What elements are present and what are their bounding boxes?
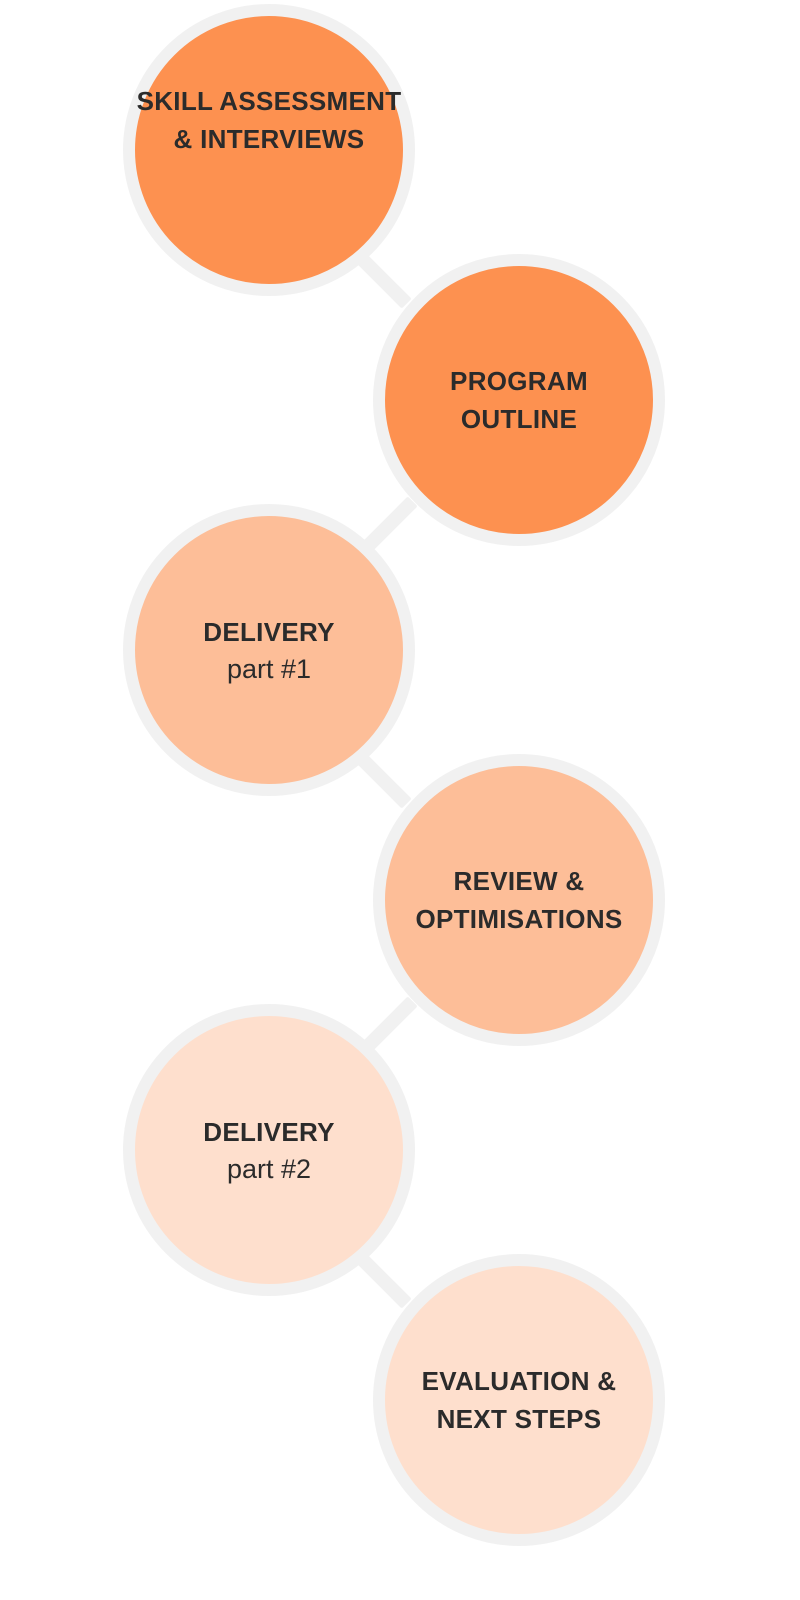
step-review-optimisations: REVIEW & OPTIMISATIONS — [373, 754, 665, 1046]
step-title: SKILL ASSESSMENT & INTERVIEWS — [136, 86, 402, 154]
step-subtitle: part #2 — [226, 1154, 312, 1184]
step-program-outline: PROGRAM OUTLINE — [373, 254, 665, 546]
step-subtitle: part #1 — [226, 654, 312, 684]
step-delivery-part-2: DELIVERY part #2 — [123, 1004, 415, 1296]
step-title: DELIVERY — [203, 1117, 335, 1147]
step-skill-assessment: SKILL ASSESSMENT & INTERVIEWS — [123, 4, 415, 296]
step-title: DELIVERY — [203, 617, 335, 647]
step-title: PROGRAM OUTLINE — [450, 366, 588, 434]
step-title: EVALUATION & NEXT STEPS — [421, 1366, 617, 1434]
step-evaluation-next-steps: EVALUATION & NEXT STEPS — [373, 1254, 665, 1546]
step-title: REVIEW & OPTIMISATIONS — [415, 866, 623, 934]
step-delivery-part-1: DELIVERY part #1 — [123, 504, 415, 796]
